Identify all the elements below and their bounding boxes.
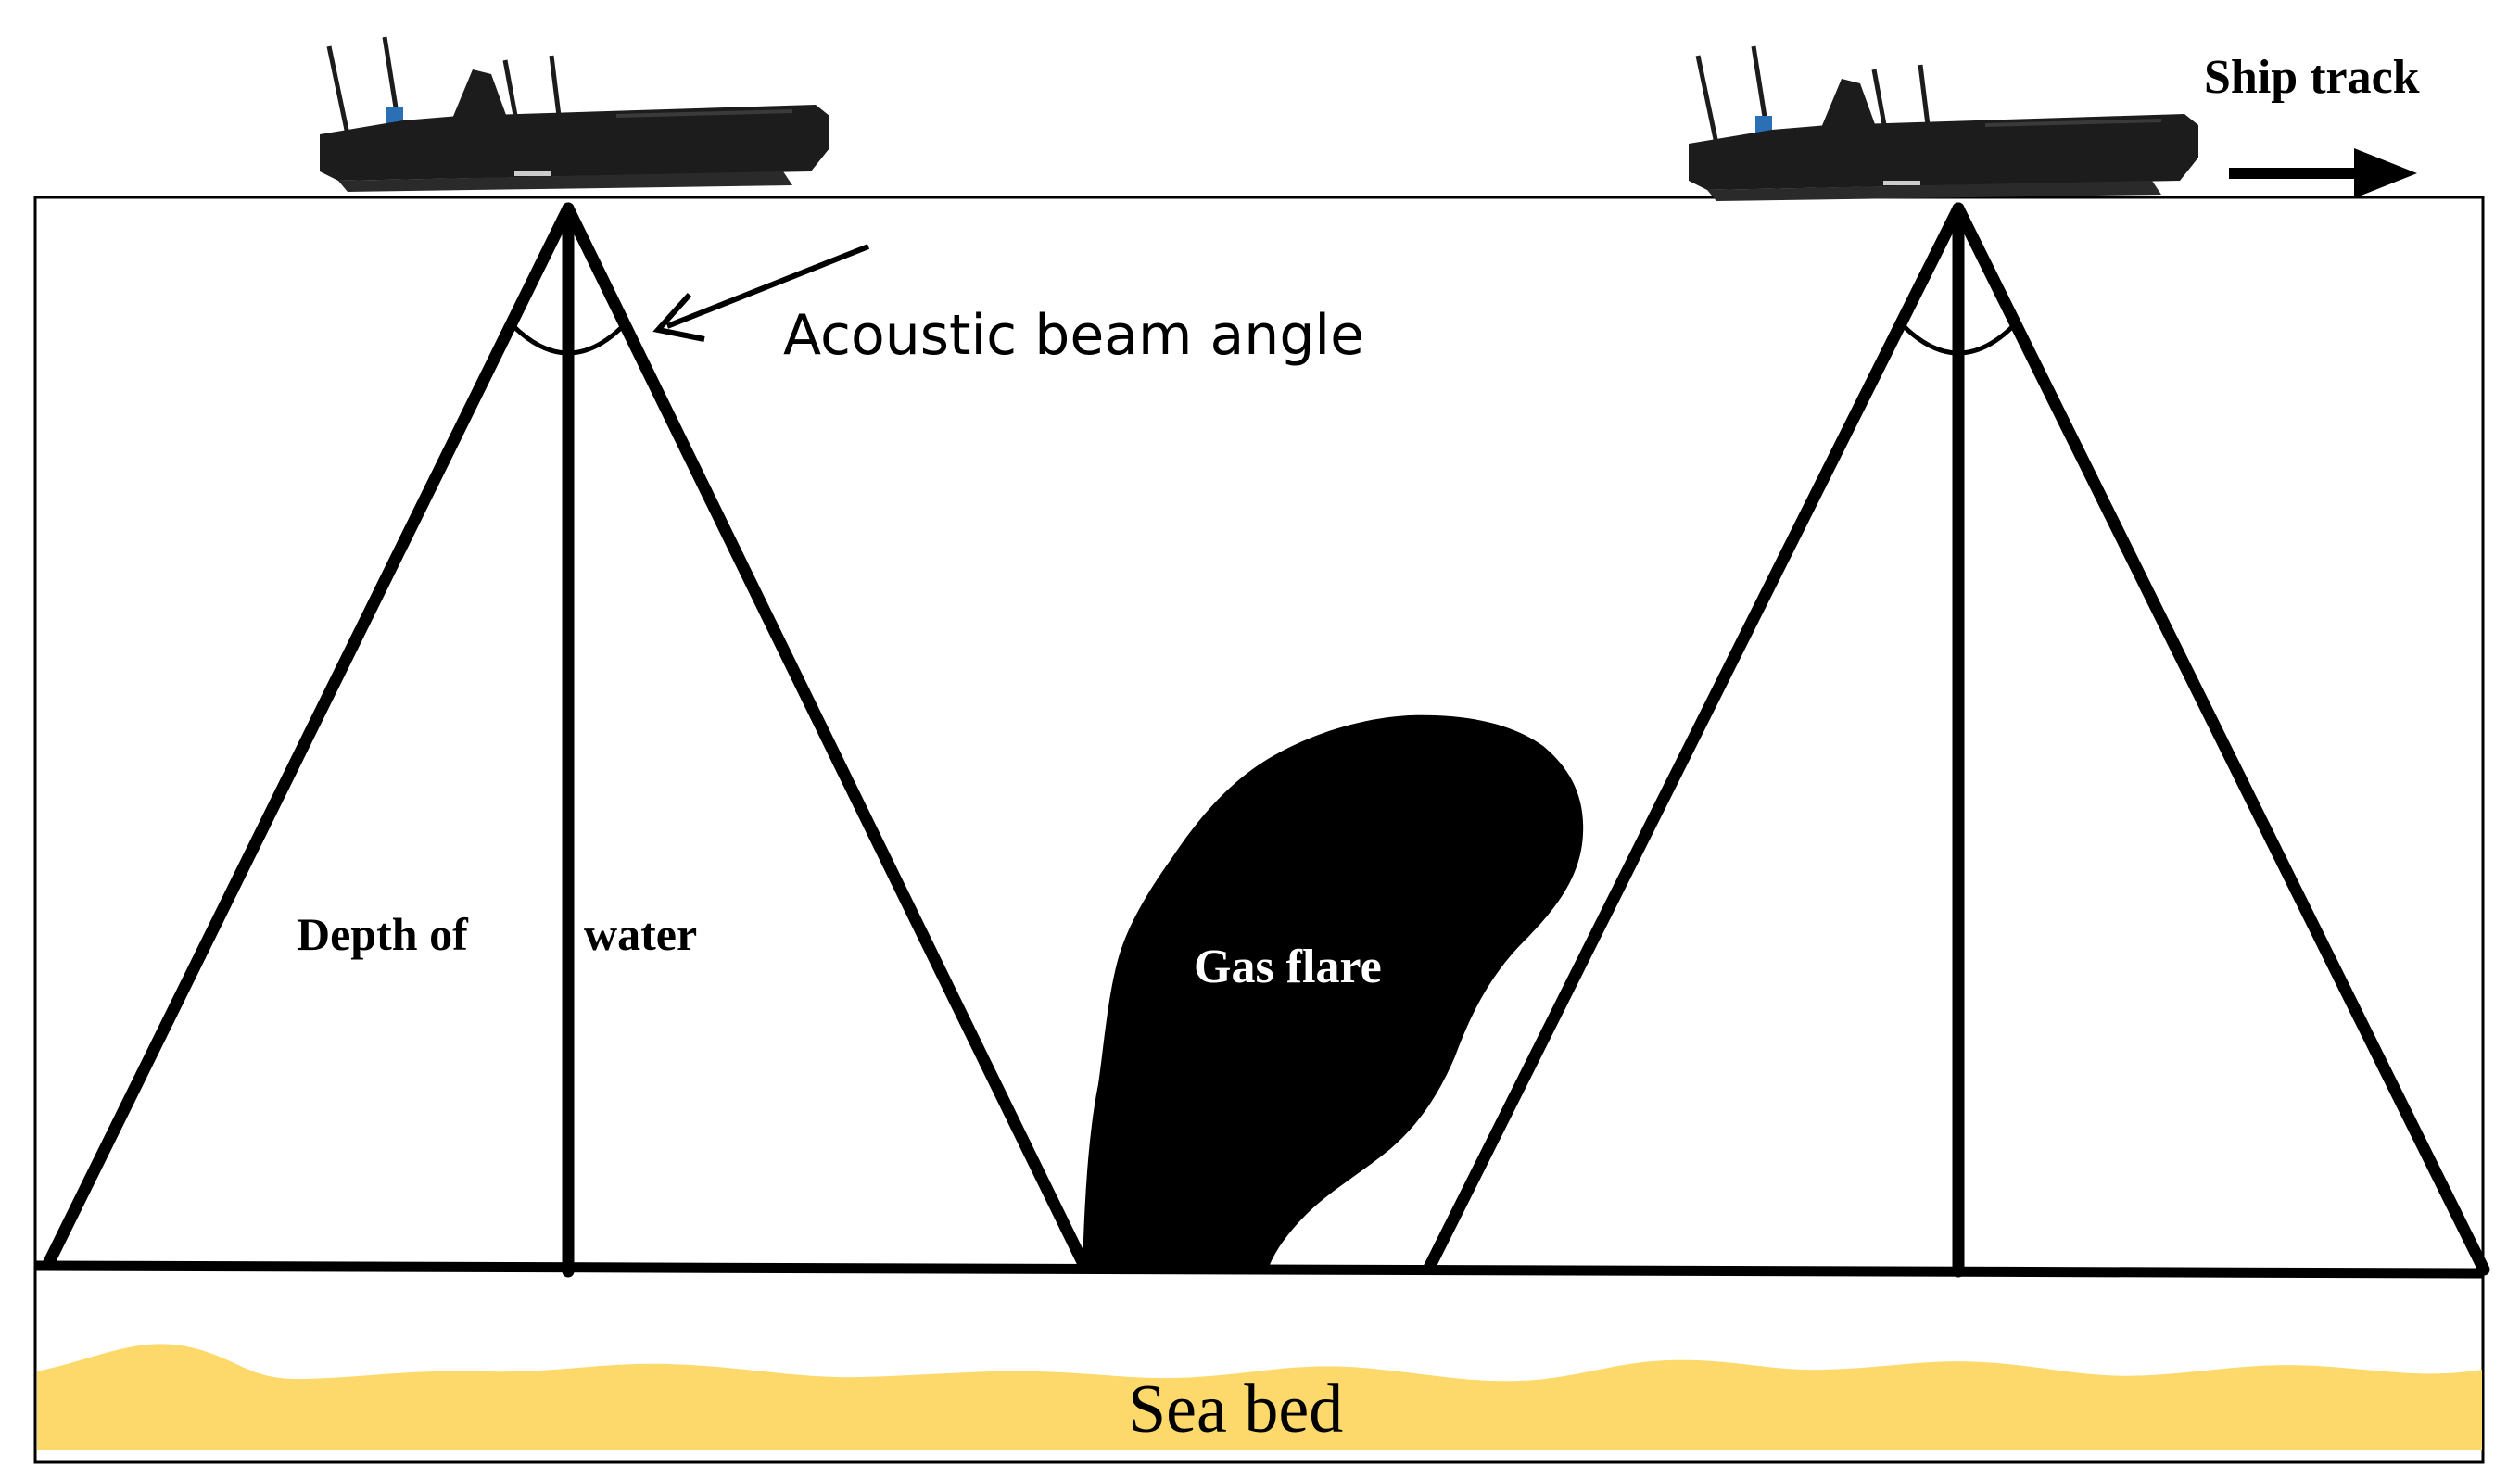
ship-track-label: Ship track [2204, 51, 2420, 104]
beam-angle-arc-left [510, 322, 627, 356]
survey-vessel-icon [320, 36, 829, 192]
acoustic-beam-left [42, 202, 1091, 1278]
survey-vessel-icon [1689, 45, 2198, 201]
beam-angle-arc-right [1900, 322, 2017, 356]
sea-bed-label: Sea bed [1128, 1371, 1343, 1447]
gas-flare-label: Gas flare [1194, 941, 1382, 993]
depth-label-left: Depth of [297, 908, 469, 960]
acoustic-beam-right [1423, 202, 2490, 1278]
beam-angle-label: Acoustic beam angle [783, 303, 1364, 368]
depth-label-right: water [584, 908, 697, 960]
sea-bed-sand [37, 1344, 2482, 1450]
water-column-frame [33, 196, 2485, 1464]
arrow-right-icon [2229, 148, 2417, 198]
gas-flare-plume [1083, 714, 1584, 1270]
beam-angle-pointer [652, 244, 870, 342]
